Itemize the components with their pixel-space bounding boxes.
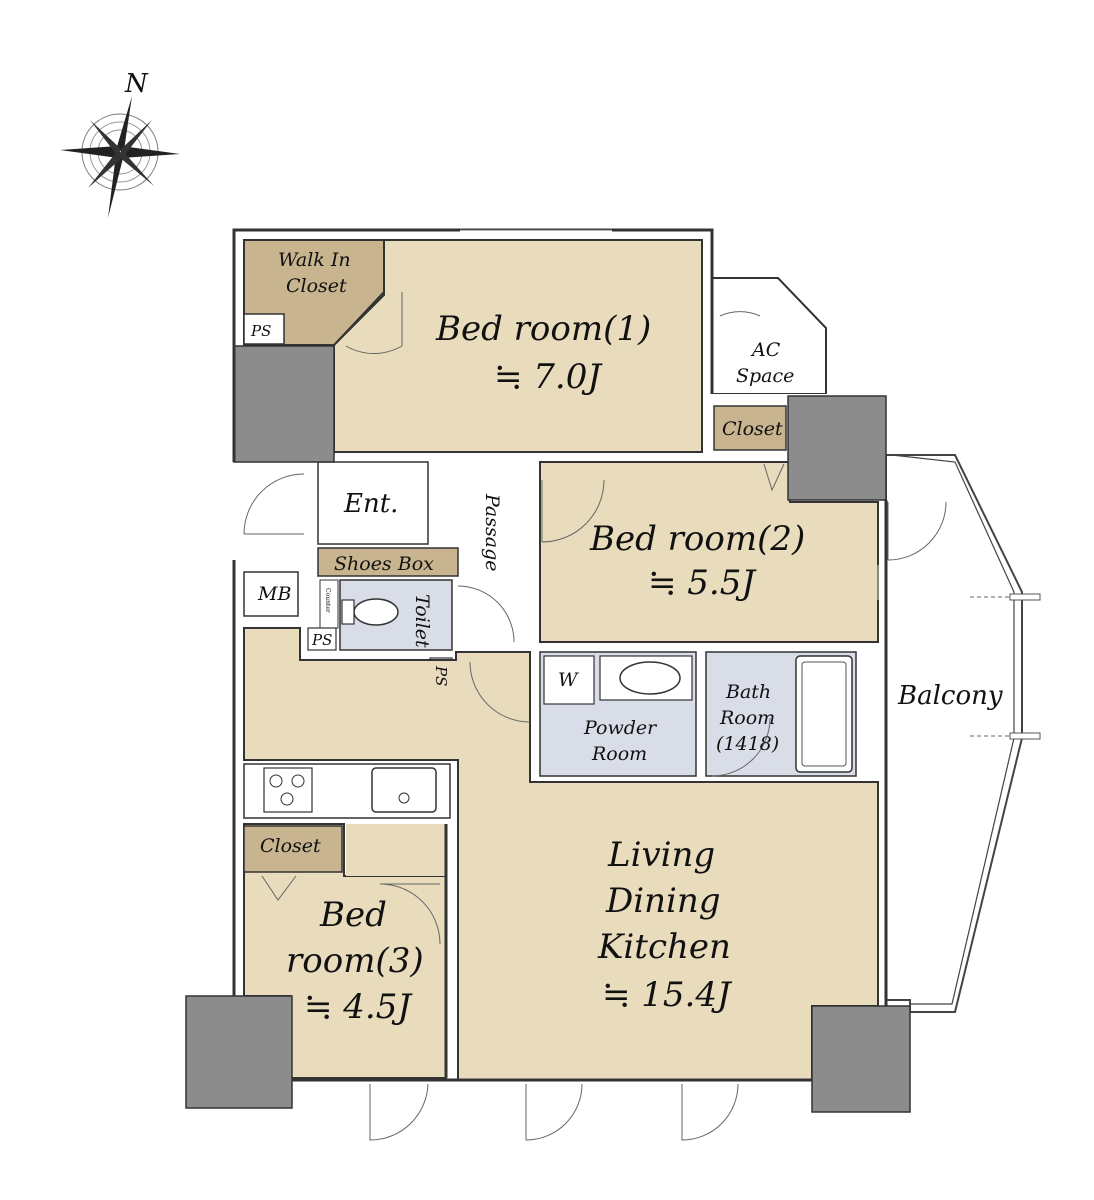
walk-in-closet-label-1: Walk In xyxy=(278,249,351,271)
washer-box xyxy=(543,655,595,705)
ldk-label-2: Dining xyxy=(605,881,721,921)
column-se xyxy=(811,1005,911,1113)
ldk-label-3: Kitchen xyxy=(597,927,731,967)
passage-area xyxy=(458,462,530,642)
closet-bedroom3-label: Closet xyxy=(260,835,321,857)
ac-space-label-1: AC xyxy=(750,339,781,361)
entrance-label: Ent. xyxy=(343,489,398,519)
bedroom-3-size: ≒ 4.5J xyxy=(304,987,413,1027)
closet-bedroom3-area xyxy=(243,825,343,873)
ps-label-1: PS xyxy=(250,322,271,340)
mb-box xyxy=(243,571,299,617)
ps-box-1 xyxy=(243,313,285,345)
ps-label-2: PS xyxy=(311,631,332,649)
door-swings xyxy=(243,292,947,1141)
bedroom-1-name: Bed room(1) xyxy=(435,309,651,349)
balcony-area xyxy=(885,454,1023,1013)
kitchen-sink-icon xyxy=(371,767,437,813)
shoes-box-label: Shoes Box xyxy=(334,553,434,575)
shoes-box-area xyxy=(317,547,459,577)
balcony-label: Balcony xyxy=(897,681,1003,711)
bedroom-3-name-1: Bed xyxy=(319,895,387,935)
bathtub-icon xyxy=(795,655,853,773)
washer-label: W xyxy=(558,669,579,691)
powder-room-label-2: Room xyxy=(591,743,647,765)
bedroom-3-name-2: room(3) xyxy=(286,941,424,981)
counter-label: Counter xyxy=(324,588,331,613)
powder-room-label-1: Powder xyxy=(583,717,658,739)
ldk-label-1: Living xyxy=(607,835,715,875)
entrance-area xyxy=(317,461,429,545)
closet-bedroom1-area xyxy=(713,405,787,451)
bath-room-label-1: Bath xyxy=(725,681,771,703)
bedroom-2-size: ≒ 5.5J xyxy=(648,563,757,603)
column-sw xyxy=(185,995,293,1109)
toilet-label: Toilet xyxy=(411,594,433,648)
ac-space-label-2: Space xyxy=(736,365,794,387)
ldk-size: ≒ 15.4J xyxy=(602,975,733,1015)
sink-icon xyxy=(619,661,681,695)
ps-label-3: PS xyxy=(432,665,450,686)
compass-rose-icon xyxy=(60,96,180,218)
passage-label: Passage xyxy=(481,493,503,572)
ldk-area xyxy=(243,627,879,1081)
north-label: N xyxy=(124,69,149,99)
closet-bedroom1-label: Closet xyxy=(722,418,783,440)
column-ne xyxy=(787,395,887,501)
ps-box-2 xyxy=(307,627,337,651)
bath-room-label-2: Room xyxy=(719,707,775,729)
bath-room-label-3: (1418) xyxy=(716,733,779,755)
column-nw xyxy=(233,345,335,463)
mb-label: MB xyxy=(257,583,291,605)
bedroom-2-name: Bed room(2) xyxy=(589,519,805,559)
walk-in-closet-label-2: Closet xyxy=(286,275,347,297)
bedroom-1-size: ≒ 7.0J xyxy=(494,357,603,397)
toilet-bowl-icon xyxy=(353,598,399,626)
